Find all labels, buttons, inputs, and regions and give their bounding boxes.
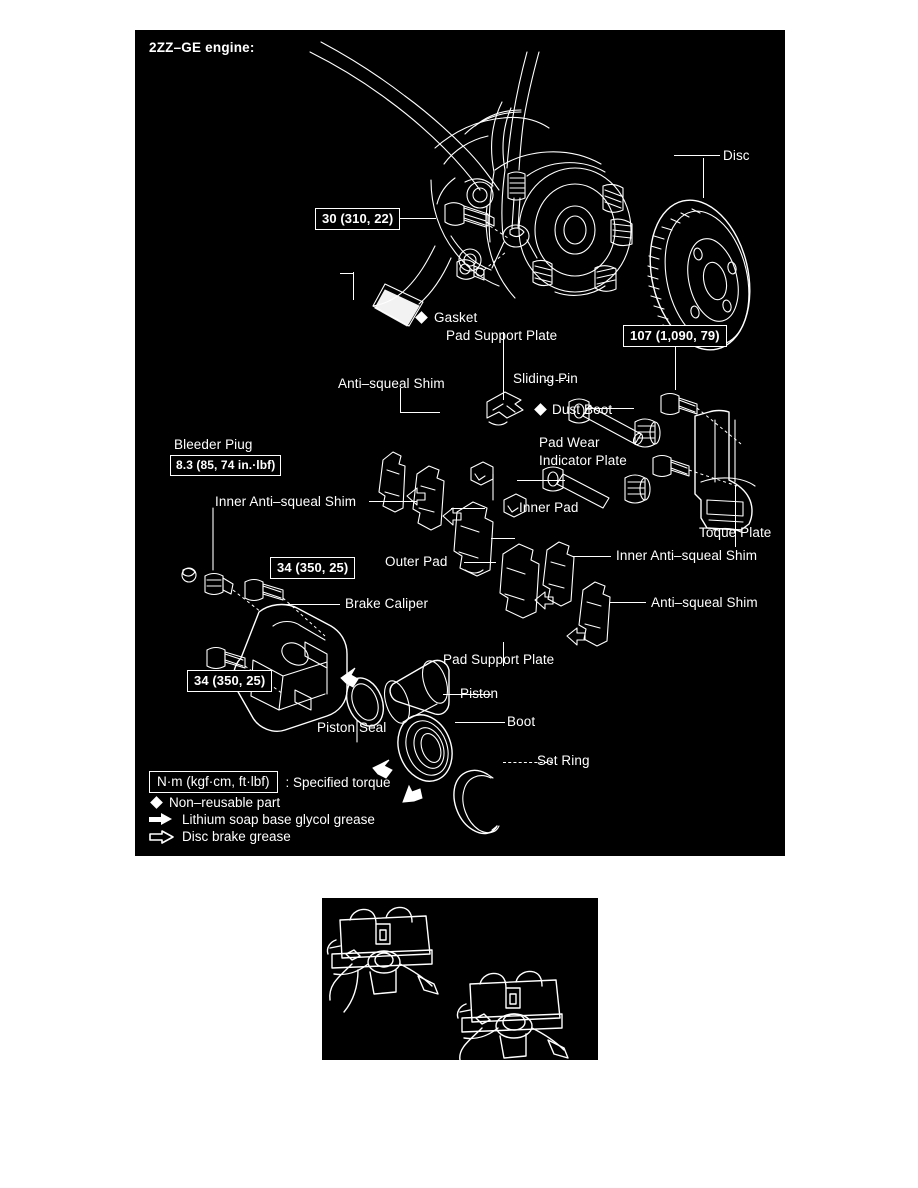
legend-disc-brake-grease-text: Disc brake grease [182,829,291,844]
boot-art [397,714,453,782]
caliper-illustration-left [326,906,439,1013]
open-arrow-icon [149,830,175,844]
label-piston: Piston [460,686,499,701]
legend-torque-unit-box: N·m (kgf·cm, ft·lbf) [149,771,278,793]
leader-line [735,485,736,547]
exploded-view-artwork [181,41,756,835]
bottom-photo-panel [322,898,598,1060]
label-inner-anti-squeal-shim-right: Inner Anti–squeal Shim [616,548,758,563]
brake-caliper-art [232,603,348,732]
legend-row-non-reusable: Non–reusable part [149,795,391,810]
diamond-marker-icon [415,311,428,324]
caliper-bolt-art [244,578,284,602]
leader-line [674,155,720,156]
label-dust-boot: Dust Boot [534,402,612,417]
leader-line [503,762,553,763]
legend-row-disc-brake-grease: Disc brake grease [149,829,391,844]
leader-line [503,642,504,666]
legend: N·m (kgf·cm, ft·lbf) : Specified torque … [149,769,391,844]
label-anti-squeal-shim-left: Anti–squeal Shim [338,376,445,391]
diamond-marker-icon [534,403,547,416]
main-diagram-panel: 2ZZ–GE engine: [135,30,785,856]
union-bolt-art [444,202,495,228]
leader-line [400,388,401,413]
legend-row-lithium-grease: Lithium soap base glycol grease [149,812,391,827]
label-piston-seal: Piston Seal [317,720,387,735]
leader-line [443,694,491,695]
label-set-ring: Set Ring [537,753,590,768]
bleeder-plug-art [181,567,234,596]
label-bleeder-plug: Bleeder Piug [174,437,253,452]
dust-boot-art [634,418,661,448]
torque-plate-art [694,409,756,533]
legend-torque-unit-meaning: : Specified torque [285,774,391,790]
leader-line [517,480,565,481]
dust-boot-art-2 [624,474,651,504]
anti-squeal-shim-right-art [566,581,611,647]
label-torque-plate: Toque Plate [699,525,772,540]
leader-line [353,272,354,300]
label-outer-pad: Outer Pad [385,554,448,569]
solid-arrow-icon [149,813,175,826]
legend-lithium-grease-text: Lithium soap base glycol grease [182,812,375,827]
outer-pad-art [499,543,540,619]
leader-line [400,412,440,413]
leader-line [464,562,496,563]
torque-callout-sliding-pin-bolt-upper: 34 (350, 25) [270,557,356,579]
diamond-marker-icon [150,796,163,809]
torque-callout-hose-union-bolt: 30 (310, 22) [315,208,401,230]
gasket-art [456,259,485,281]
leader-line [340,273,354,274]
legend-non-reusable-text: Non–reusable part [169,795,281,810]
leader-line [573,556,611,557]
torque-plate-bolt-art-2 [652,454,690,478]
leader-line [610,602,646,603]
pad-support-plate-top-art [486,391,524,426]
legend-row-torque-unit: N·m (kgf·cm, ft·lbf) : Specified torque [149,771,391,793]
inner-anti-squeal-shim-right-art [534,541,575,610]
label-anti-squeal-shim-right: Anti–squeal Shim [651,595,758,610]
leader-line [586,408,634,409]
leader-line [278,604,340,605]
label-pad-support-plate-top: Pad Support Plate [446,328,558,343]
label-pad-support-plate-bottom: Pad Support Plate [443,652,555,667]
label-pad-wear-indicator-plate-line1: Pad Wear [539,435,600,450]
brake-disc-art [647,199,751,351]
label-brake-caliper: Brake Caliper [345,596,429,611]
set-ring-art [453,769,500,835]
leader-line [491,538,515,539]
caliper-photo-illustration [326,906,569,1060]
label-disc: Disc [723,148,750,163]
inner-anti-squeal-shim-left-art [412,465,462,531]
torque-callout-torque-plate-bolt: 107 (1,090, 79) [623,325,727,347]
torque-plate-bolt-art [660,392,698,416]
label-gasket: Gasket [415,310,477,325]
leader-line [675,328,676,390]
label-pad-wear-indicator-plate-line2: Indicator Plate [539,453,627,468]
caliper-illustration-right [456,970,569,1060]
inner-pad-art [453,501,494,577]
label-boot: Boot [507,714,536,729]
caliper-bolt-art-2 [206,646,246,670]
leader-line [545,380,569,381]
piston-art [383,659,450,724]
leader-line [703,158,704,198]
leader-line [503,332,504,400]
torque-callout-sliding-pin-bolt-lower: 34 (350, 25) [187,670,273,692]
label-inner-pad: Inner Pad [519,500,579,515]
torque-callout-bleeder-plug: 8.3 (85, 74 in.·lbf) [170,455,282,476]
anti-squeal-shim-left-art [378,451,426,513]
label-inner-anti-squeal-shim-left: Inner Anti–squeal Shim [215,494,357,509]
leader-line [369,501,417,502]
panel-title: 2ZZ–GE engine: [149,40,255,55]
leader-line [455,722,505,723]
leader-line [451,508,485,509]
label-sliding-pin: Sliding Pin [513,371,578,386]
